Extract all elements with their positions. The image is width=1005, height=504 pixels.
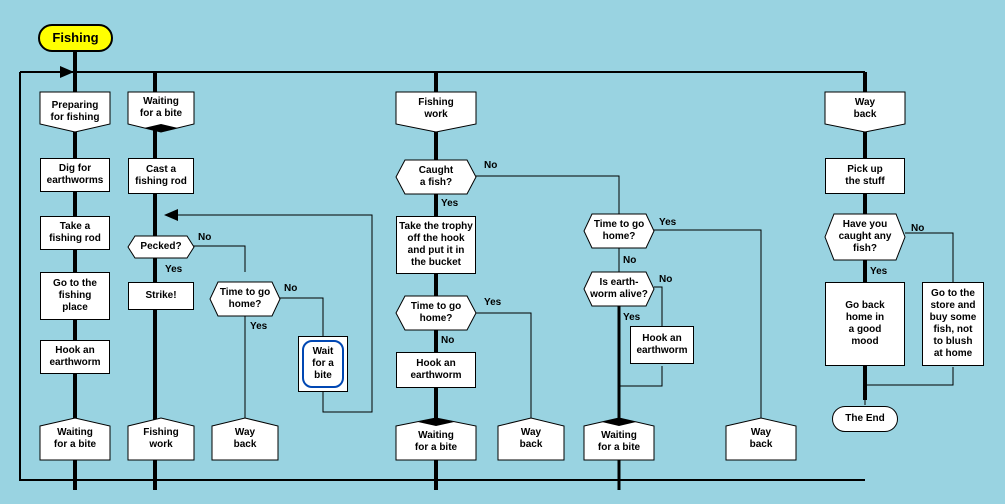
alive-no-label: No — [659, 274, 673, 285]
col3-header-label: Fishing work — [418, 97, 454, 120]
col2-header-label: Waiting for a bite — [139, 96, 183, 119]
pecked-yes-label: Yes — [165, 264, 183, 275]
pecked-label: Pecked? — [140, 241, 182, 252]
caught-any-no-label: No — [911, 223, 925, 234]
col2-footer-work-label: Fishing work — [143, 427, 179, 450]
hook3-label: Hook an earthworm — [410, 358, 462, 381]
col3-header: Fishing work — [395, 91, 477, 133]
alive-yes-label: Yes — [623, 312, 641, 323]
time-home-alt-no-label: No — [623, 255, 637, 266]
time-home-alt-yes-label: Yes — [659, 217, 677, 228]
col2-footer-back-label: Way back — [233, 427, 257, 450]
alive-label: Is earth- worm alive? — [590, 277, 648, 300]
arrow-head-loop — [164, 209, 178, 221]
time-home-alt-label: Time to go home? — [593, 219, 645, 242]
store-step: Go to the store and buy some fish, not t… — [922, 282, 984, 366]
col3-footer-back2: Way back — [725, 417, 797, 461]
store-merge-line — [864, 367, 954, 405]
time-home3-yes-label: Yes — [484, 297, 502, 308]
caught-any-yes-label: Yes — [870, 266, 888, 277]
caught-no-line — [476, 175, 620, 214]
strike-step: Strike! — [128, 282, 194, 310]
caught-any-decision: Have you caught any fish? — [824, 213, 906, 261]
good-mood-step: Go back home in a good mood — [825, 282, 905, 366]
col2-header: Waiting for a bite — [127, 91, 195, 133]
store-label: Go to the store and buy some fish, not t… — [929, 288, 977, 359]
pecked-no-label: No — [198, 232, 212, 243]
wait-loop-line — [165, 214, 373, 413]
caught-any-label: Have you caught any fish? — [838, 219, 892, 254]
time-home-no-label: No — [284, 283, 298, 294]
pecked-decision: Pecked? — [127, 235, 195, 259]
dig-label: Dig for earthworms — [46, 163, 104, 186]
alive-decision: Is earth- worm alive? — [583, 271, 655, 307]
pecked-no-line — [193, 245, 246, 272]
time-home-alt-decision: Time to go home? — [583, 213, 655, 249]
col2-footer-work: Fishing work — [127, 417, 195, 461]
left-loop-line — [19, 72, 865, 481]
start-label: Fishing — [52, 30, 99, 46]
trophy-step: Take the trophy off the hook and put it … — [396, 216, 476, 274]
good-mood-label: Go back home in a good mood — [845, 300, 885, 347]
caught-any-no-line — [905, 232, 954, 282]
col4-header: Way back — [824, 91, 906, 133]
end-terminal: The End — [832, 406, 898, 432]
col1-footer: Waiting for a bite — [39, 417, 111, 461]
cast-step: Cast a fishing rod — [128, 158, 194, 194]
place-label: Go to the fishing place — [53, 278, 97, 313]
col3-footer-back-label: Way back — [519, 427, 543, 450]
col1-footer-label: Waiting for a bite — [53, 427, 97, 450]
time2-yes-line — [654, 229, 762, 425]
strike-label: Strike! — [145, 290, 177, 301]
col3-footer-back: Way back — [497, 417, 565, 461]
caught-label: Caught a fish? — [418, 165, 454, 188]
col3-footer-wait: Waiting for a bite — [395, 417, 477, 461]
pickup-step: Pick up the stuff — [825, 158, 905, 194]
hook-step: Hook an earthworm — [40, 340, 110, 374]
arrow-head-top — [60, 66, 74, 78]
col4-header-label: Way back — [853, 97, 877, 120]
cast-label: Cast a fishing rod — [135, 164, 187, 187]
pickup-label: Pick up the stuff — [845, 164, 885, 187]
caught-no-label: No — [484, 160, 498, 171]
trophy-label: Take the trophy off the hook and put it … — [399, 221, 473, 268]
time-home-yes-label: Yes — [250, 321, 268, 332]
hook-alt-step: Hook an earthworm — [630, 326, 694, 364]
time-home-no-line — [280, 297, 324, 336]
time-home3-decision: Time to go home? — [395, 295, 477, 331]
time-home-label: Time to go home? — [219, 287, 271, 310]
hook2-merge-line — [619, 366, 663, 387]
place-step: Go to the fishing place — [40, 272, 110, 320]
dig-step: Dig for earthworms — [40, 158, 110, 192]
start-terminal: Fishing — [38, 24, 113, 52]
hook3-step: Hook an earthworm — [396, 352, 476, 388]
wait-label: Wait for a bite — [312, 346, 334, 381]
alive-no-line — [654, 286, 663, 326]
col3-footer-wait-label: Waiting for a bite — [414, 430, 458, 453]
col3-footer-wait2-label: Waiting for a bite — [597, 430, 641, 453]
time-home3-label: Time to go home? — [410, 301, 462, 324]
end-label: The End — [845, 413, 885, 424]
caught-yes-label: Yes — [441, 198, 459, 209]
rod-label: Take a fishing rod — [49, 221, 101, 244]
rod-step: Take a fishing rod — [40, 216, 110, 250]
col3-footer-wait2: Waiting for a bite — [583, 417, 655, 461]
hook-alt-label: Hook an earthworm — [636, 333, 688, 356]
col1-header: Preparing for fishing — [39, 91, 111, 133]
hook-label: Hook an earthworm — [49, 345, 101, 368]
time-home-decision: Time to go home? — [209, 281, 281, 317]
wait-box: Wait for a bite — [298, 336, 348, 392]
caught-decision: Caught a fish? — [395, 159, 477, 195]
col1-header-label: Preparing for fishing — [50, 100, 100, 123]
col2-footer-back: Way back — [211, 417, 279, 461]
col3-footer-back2-label: Way back — [749, 427, 773, 450]
time-home3-no-label: No — [441, 335, 455, 346]
time-home-col3-yes-line — [476, 312, 532, 425]
